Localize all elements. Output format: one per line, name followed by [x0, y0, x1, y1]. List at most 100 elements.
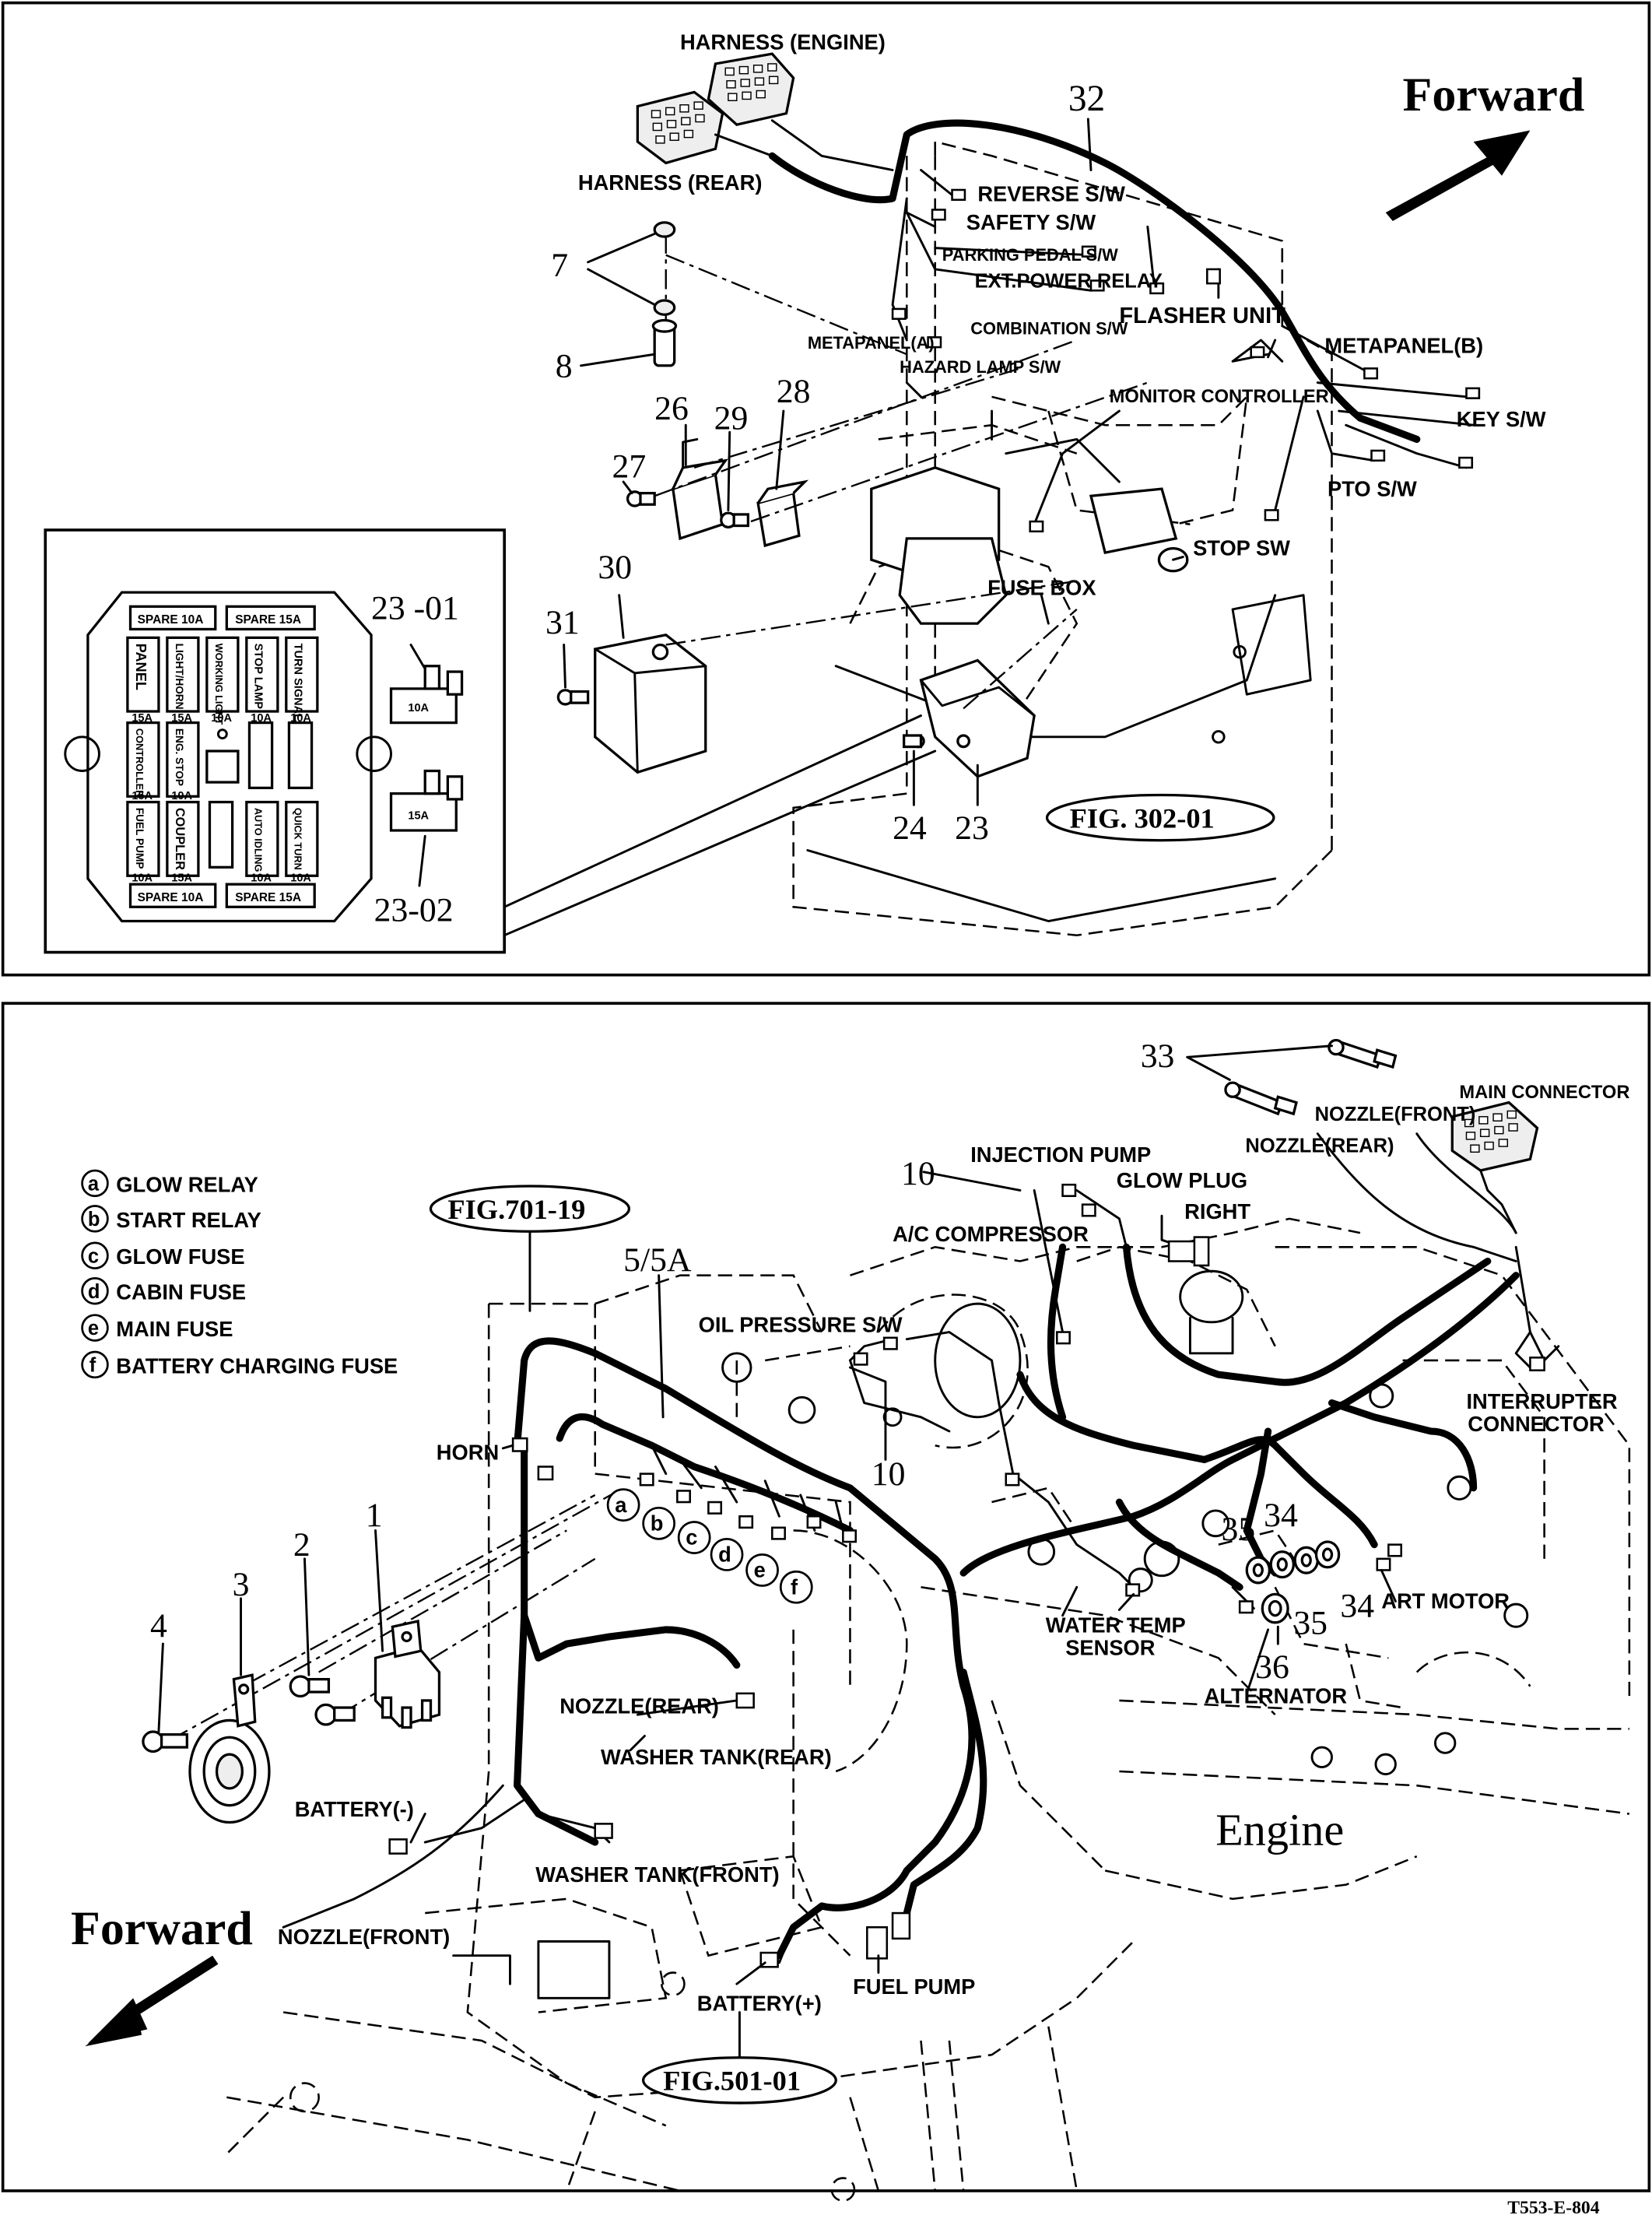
label-harness-engine: HARNESS (ENGINE)	[680, 30, 886, 54]
label-fuse-box: FUSE BOX	[987, 576, 1096, 600]
callout-36: 36	[1255, 1648, 1289, 1686]
svg-text:FUEL PUMP: FUEL PUMP	[134, 808, 146, 869]
svg-text:15A: 15A	[171, 712, 192, 725]
label-washer-tank-rear: WASHER TANK(REAR)	[601, 1745, 832, 1769]
svg-text:c: c	[686, 1525, 697, 1550]
label-pto-sw: PTO S/W	[1328, 476, 1417, 500]
callout-4: 4	[150, 1607, 167, 1645]
label-nozzle-rear: NOZZLE(REAR)	[559, 1694, 719, 1718]
callout-33: 33	[1141, 1037, 1175, 1075]
label-engine: Engine	[1215, 1805, 1344, 1855]
callout-2: 2	[293, 1526, 310, 1564]
callout-8: 8	[556, 347, 573, 384]
label-interrupter: INTERRUPTER	[1466, 1389, 1617, 1413]
callout-35-right: 35	[1293, 1604, 1328, 1641]
svg-text:a: a	[88, 1173, 100, 1195]
forward-arrow-top	[1385, 130, 1531, 222]
label-combination-sw: COMBINATION S/W	[970, 319, 1128, 339]
engine-outline	[226, 1217, 1631, 2202]
legend-cabin-fuse: CABIN FUSE	[116, 1280, 246, 1304]
legend-glow-fuse: GLOW FUSE	[116, 1244, 244, 1269]
label-washer-tank-front: WASHER TANK(FRONT)	[535, 1862, 779, 1887]
main-connector	[1450, 1100, 1539, 1234]
label-nozzle-front: NOZZLE(FRONT)	[278, 1925, 450, 1949]
label-nozzle-front-top: NOZZLE(FRONT)	[1315, 1104, 1476, 1125]
svg-text:e: e	[88, 1318, 99, 1339]
callout-34-left: 34	[1264, 1497, 1298, 1534]
svg-text:SPARE 15A: SPARE 15A	[235, 891, 301, 904]
legend-main-fuse: MAIN FUSE	[116, 1317, 233, 1341]
callout-5-5a: 5/5A	[623, 1241, 692, 1279]
flasher-unit-30	[556, 580, 1077, 774]
legend-start-relay: START RELAY	[116, 1208, 261, 1232]
label-right: RIGHT	[1184, 1199, 1250, 1223]
svg-text:STOP LAMP: STOP LAMP	[252, 644, 265, 710]
callout-26: 26	[654, 390, 689, 427]
label-oil-pressure-sw: OIL PRESSURE S/W	[699, 1313, 903, 1337]
svg-text:LIGHT/HORN: LIGHT/HORN	[174, 644, 185, 710]
label-glow-plug: GLOW PLUG	[1117, 1168, 1247, 1192]
callout-10-bottom: 10	[872, 1455, 906, 1493]
bottom-panel: a b c d e f GLOW RELAY START RELAY GLOW …	[1, 1002, 1651, 2202]
svg-text:ENG. STOP: ENG. STOP	[174, 728, 185, 786]
svg-text:b: b	[88, 1209, 100, 1230]
label-flasher-unit: FLASHER UNIT	[1119, 304, 1285, 328]
fig-701-19-ref: FIG.701-19	[447, 1194, 585, 1225]
callout-10-top: 10	[901, 1155, 935, 1192]
callout-28: 28	[777, 373, 811, 410]
svg-text:10A: 10A	[408, 702, 429, 714]
svg-text:COUPLER: COUPLER	[173, 808, 187, 870]
svg-text:15A: 15A	[171, 872, 192, 885]
label-monitor-controller: MONITOR CONTROLLER	[1110, 387, 1329, 407]
callout-1: 1	[366, 1497, 383, 1534]
fusebox-labels: SPARE 10A SPARE 15A SPARE 10A SPARE 15A …	[132, 613, 429, 904]
svg-text:AUTO IDLING: AUTO IDLING	[253, 808, 265, 872]
callout-7: 7	[551, 247, 568, 284]
svg-text:c: c	[88, 1245, 99, 1267]
label-battery-neg: BATTERY(-)	[295, 1797, 414, 1821]
callout-30: 30	[598, 549, 632, 586]
svg-text:QUICK TURN: QUICK TURN	[293, 808, 304, 870]
label-safety-sw: SAFETY S/W	[966, 210, 1096, 234]
top-leaders	[1040, 118, 1277, 625]
top-panel-frame	[1, 1, 1651, 977]
svg-text:WORKING LIGHT: WORKING LIGHT	[213, 644, 225, 725]
alternator-washers	[1245, 1540, 1341, 1645]
svg-text:f: f	[89, 1355, 96, 1377]
engine-harness	[514, 1243, 1520, 1960]
svg-text:CONTROLLER: CONTROLLER	[134, 728, 146, 797]
parts-7-8-exploded	[580, 221, 907, 367]
callout-32: 32	[1068, 79, 1105, 119]
forward-arrow-bottom	[85, 1955, 219, 2047]
top-panel: HARNESS (ENGINE) HARNESS (REAR) Forward …	[1, 1, 1651, 977]
fuse-box-23	[903, 609, 1078, 806]
callout-3: 3	[233, 1566, 250, 1603]
label-fuel-pump: FUEL PUMP	[853, 1975, 975, 1999]
component-letters: a b c d e f	[615, 1493, 798, 1599]
label-nozzle-rear-top: NOZZLE(REAR)	[1245, 1135, 1394, 1157]
svg-text:TURN SIGNAL: TURN SIGNAL	[292, 644, 304, 721]
svg-text:SPARE 10A: SPARE 10A	[138, 613, 204, 627]
svg-text:10A: 10A	[290, 872, 311, 885]
legend-glow-relay: GLOW RELAY	[116, 1172, 258, 1196]
label-battery-pos: BATTERY(+)	[697, 1992, 822, 2016]
harness-engine-connector	[707, 52, 894, 171]
svg-text:e: e	[754, 1558, 766, 1582]
svg-text:15A: 15A	[132, 712, 153, 725]
bottom-leaders	[409, 1171, 1397, 1985]
svg-text:f: f	[791, 1574, 798, 1599]
svg-text:15A: 15A	[408, 809, 429, 822]
bottom-panel-frame	[1, 1002, 1651, 2192]
horn-and-relay-parts	[142, 1487, 624, 1824]
callout-27: 27	[612, 448, 647, 486]
label-harness-rear: HARNESS (REAR)	[578, 170, 763, 195]
svg-text:10A: 10A	[132, 872, 153, 885]
svg-text:10A: 10A	[251, 872, 272, 885]
svg-text:SPARE 10A: SPARE 10A	[138, 891, 204, 904]
svg-text:SPARE 15A: SPARE 15A	[235, 613, 301, 627]
svg-text:10A: 10A	[251, 712, 272, 725]
nozzle-fittings-33	[1186, 1038, 1398, 1116]
drawing-code: T553-E-804	[1507, 2198, 1599, 2218]
fig-302-oval	[1045, 793, 1275, 842]
